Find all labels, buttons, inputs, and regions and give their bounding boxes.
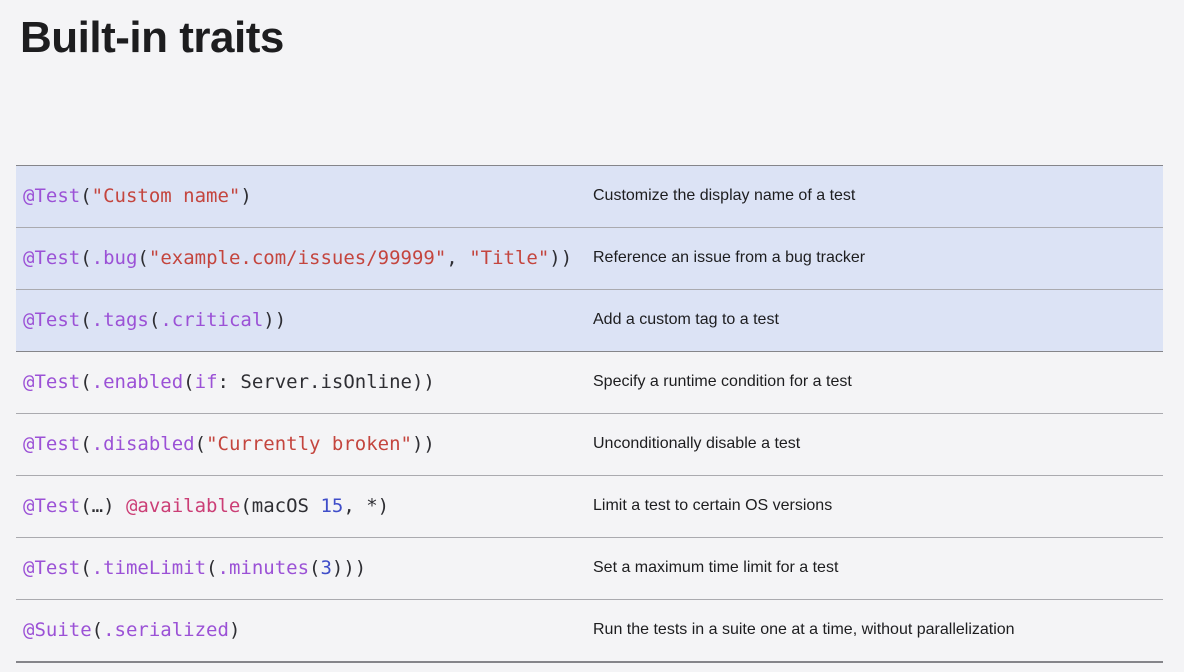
code-cell: @Test(.tags(.critical)) [16,309,593,331]
code-token-plain: (…) [80,495,126,518]
code-token-plain: ) [240,185,252,208]
description-cell: Run the tests in a suite one at a time, … [593,621,1015,639]
code-cell: @Test(.enabled(if: Server.isOnline)) [16,371,593,393]
description-cell: Reference an issue from a bug tracker [593,249,866,267]
code-token-plain: ( [148,309,161,332]
code-token-purple: .enabled [91,371,184,394]
table-row: @Test(.enabled(if: Server.isOnline))Spec… [16,350,1163,413]
code-token-purple: if [194,371,218,394]
code-cell: @Test(.bug("example.com/issues/99999", "… [16,247,593,269]
code-token-plain: ( [309,557,321,580]
code-token-plain: ( [91,619,104,642]
description-cell: Limit a test to certain OS versions [593,497,833,515]
code-token-number: 15 [320,495,344,518]
code-token-plain: )) [549,247,573,270]
code-token-plain: ( [80,309,92,332]
code-token-plain: ( [194,433,207,456]
code-token-purple: @Test [23,371,81,394]
description-cell: Specify a runtime condition for a test [593,373,852,391]
code-token-plain: ( [80,247,92,270]
code-token-purple: @Test [23,433,81,456]
code-token-plain: ( [80,371,92,394]
code-cell: @Suite(.serialized) [16,619,593,641]
code-token-pink: @available [125,495,241,518]
code-token-purple: .critical [160,309,264,332]
table-row: @Test(…) @available(macOS 15, *)Limit a … [16,474,1163,537]
code-token-string: "example.com/issues/99999" [148,247,447,270]
code-cell: @Test(…) @available(macOS 15, *) [16,495,593,517]
code-token-string: "Currently broken" [206,433,412,456]
code-token-string: "Custom name" [91,185,241,208]
code-token-purple: @Test [23,185,81,208]
table-row: @Suite(.serialized)Run the tests in a su… [16,598,1163,661]
code-token-purple: .bug [91,247,138,270]
code-token-purple: @Suite [23,619,92,642]
table-row: @Test("Custom name")Customize the displa… [16,165,1163,227]
code-token-purple: @Test [23,247,81,270]
code-token-purple: .disabled [91,433,195,456]
code-token-plain: : Server.isOnline)) [217,371,435,394]
description-cell: Customize the display name of a test [593,187,856,205]
code-cell: @Test("Custom name") [16,185,593,207]
code-cell: @Test(.disabled("Currently broken")) [16,433,593,455]
code-cell: @Test(.timeLimit(.minutes(3))) [16,557,593,579]
code-token-purple: .minutes [217,557,310,580]
code-token-purple: @Test [23,309,81,332]
code-token-plain: ( [137,247,149,270]
code-token-purple: @Test [23,495,81,518]
traits-table: @Test("Custom name")Customize the displa… [16,164,1163,663]
page-title: Built-in traits [20,13,284,62]
code-token-plain: )) [411,433,435,456]
code-token-number: 3 [320,557,332,580]
code-token-plain: )) [263,309,287,332]
code-token-purple: .tags [91,309,149,332]
code-token-plain: , [446,247,470,270]
code-token-plain: (macOS [240,495,321,518]
description-cell: Unconditionally disable a test [593,435,801,453]
description-cell: Set a maximum time limit for a test [593,559,839,577]
code-token-plain: ( [206,557,218,580]
code-token-string: "Title" [469,247,550,270]
code-token-plain: ( [183,371,195,394]
code-token-plain: ( [80,185,92,208]
table-row: @Test(.timeLimit(.minutes(3)))Set a maxi… [16,536,1163,599]
code-token-plain: ( [80,433,92,456]
table-row: @Test(.bug("example.com/issues/99999", "… [16,226,1163,289]
code-token-plain: ( [80,557,92,580]
code-token-plain: ))) [331,557,367,580]
description-cell: Add a custom tag to a test [593,311,779,329]
table-row: @Test(.tags(.critical))Add a custom tag … [16,288,1163,351]
table-row: @Test(.disabled("Currently broken"))Unco… [16,412,1163,475]
code-token-plain: , *) [343,495,390,518]
code-token-plain: ) [228,619,241,642]
code-token-purple: .timeLimit [91,557,207,580]
code-token-purple: .serialized [103,619,229,642]
code-token-purple: @Test [23,557,81,580]
